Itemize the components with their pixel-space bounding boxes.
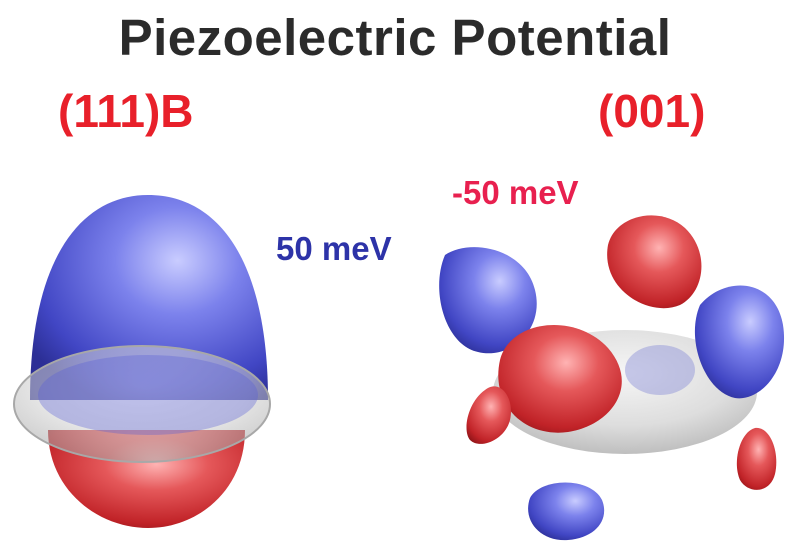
negative-lobe-lower-right	[736, 427, 777, 490]
negative-isovalue-label: -50 meV	[452, 174, 579, 211]
left-dot-inner-shade	[38, 355, 258, 435]
left-quantum-dot-disk	[13, 345, 271, 463]
positive-isovalue-label: 50 meV	[276, 230, 392, 267]
panel-label-111b: (111)B	[58, 85, 194, 137]
negative-lobe-upper	[607, 215, 702, 309]
right-dot-structure	[439, 215, 785, 541]
right-dot-inner-shade	[625, 345, 695, 395]
left-positive-lobe	[30, 195, 268, 400]
positive-lobe-bottom	[528, 482, 605, 541]
negative-lobe-lower-left	[466, 386, 511, 444]
left-dot-structure	[13, 195, 271, 528]
negative-lobe-center	[498, 325, 622, 433]
positive-lobe-right	[694, 285, 785, 399]
positive-lobe-upper-left	[439, 247, 537, 354]
panel-label-001: (001)	[598, 85, 706, 137]
figure-title: Piezoelectric Potential	[118, 9, 672, 66]
